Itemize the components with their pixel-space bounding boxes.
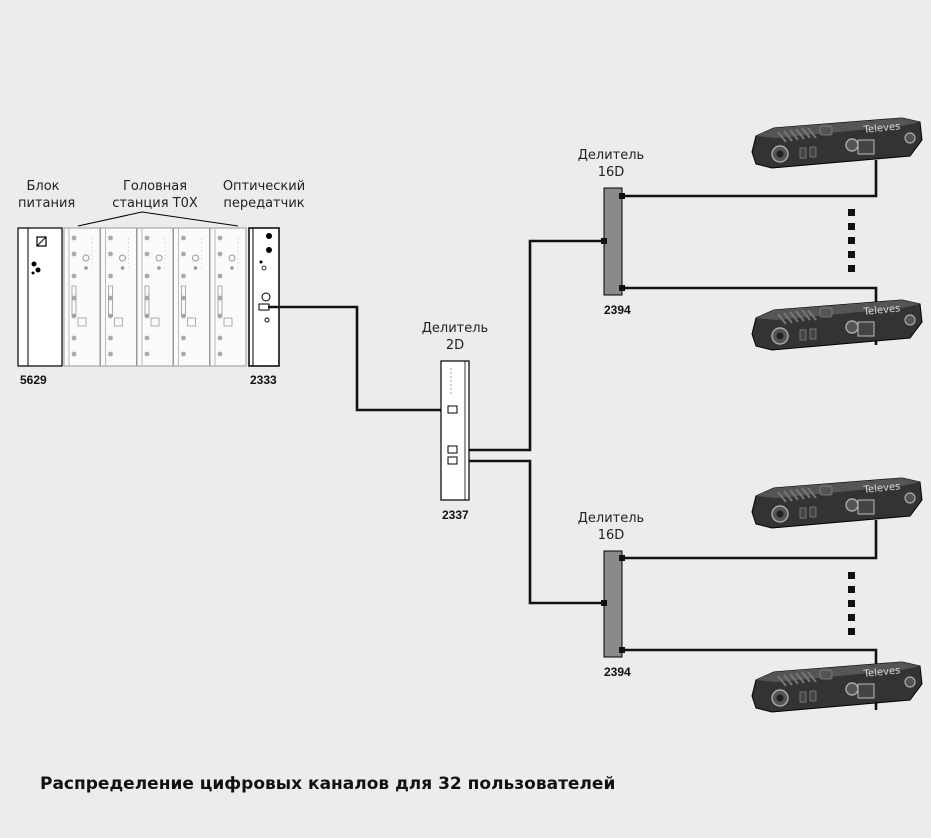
receiver-2: Televes [751,299,923,351]
cable-16d-bottom-to-rx3 [622,520,878,560]
headend-module [173,227,210,367]
receiver-brand-label: Televes [862,665,901,680]
cable-16d-top-to-rx1 [622,160,878,198]
receiver-4: Televes [751,661,923,713]
receiver-3: Televes [751,477,923,529]
label-headend: Головная станция T0X [112,179,198,211]
label-splitter-16d-top: Делитель 16D [577,148,645,180]
receiver-brand-label: Televes [862,121,901,136]
code-splitter-16d-bottom: 2394 [604,665,631,679]
headend-module [209,227,247,367]
diagram-caption: Распределение цифровых каналов для 32 по… [40,774,616,794]
cable-tx-to-2d [268,305,451,412]
label-splitter-16d-bottom: Делитель 16D [577,511,645,543]
code-splitter-16d-top: 2394 [604,303,631,317]
code-optical-transmitter: 2333 [250,373,277,387]
label-power-supply: Блок питания [18,179,76,211]
headend-module [63,227,101,367]
code-splitter-2d: 2337 [442,508,469,522]
headend-module [136,227,174,367]
receiver-1: Televes [751,117,923,169]
cable-2d-to-16d-bottom [456,459,606,605]
optical-output-port [258,303,270,311]
receiver-brand-label: Televes [862,303,901,318]
headend-bracket [77,211,239,227]
cable-2d-to-16d-top [456,239,606,452]
receiver-brand-label: Televes [862,481,901,496]
splitter-ports [601,193,625,653]
ellipsis-bottom [848,572,855,635]
optical-transmitter [248,227,280,367]
power-supply-block [17,227,63,367]
splitter-2d [440,360,470,501]
ellipsis-top [848,209,855,272]
label-splitter-2d: Делитель 2D [421,321,489,353]
cable-paths [268,160,878,710]
label-optical-transmitter: Оптический передатчик [222,179,306,211]
code-power-supply: 5629 [20,373,47,387]
headend-module [100,227,137,367]
headend-rack [63,227,247,367]
